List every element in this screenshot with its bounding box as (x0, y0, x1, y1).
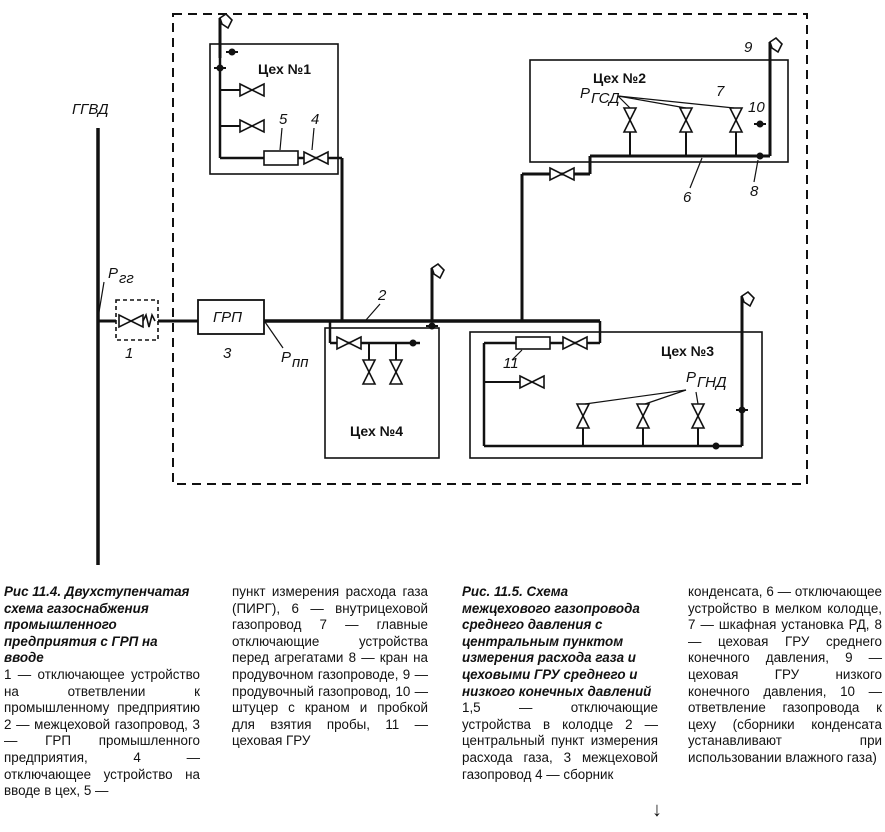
caption-title: Рис 11.4. Двухступенчатая схема газоснаб… (4, 584, 190, 666)
label-5-leader (279, 127, 283, 151)
shop-2-box (529, 59, 789, 163)
sample-tap-icon (225, 47, 239, 57)
valve-well-1 (115, 299, 159, 341)
caption-body: 1 — отключающее устройство на ответвлени… (4, 666, 200, 799)
grp-label: ГРП (213, 309, 242, 326)
flow-meter-box (263, 150, 299, 166)
unit-valve-icon (623, 107, 637, 133)
shop-4-inlet-valve-icon (336, 336, 362, 350)
p-gnd-label: P (686, 369, 696, 386)
unit-valve-icon (729, 107, 743, 133)
label-3: 3 (223, 345, 232, 362)
shop-gru-box (515, 336, 551, 350)
label-11-leader (511, 349, 523, 361)
shop-3-inlet-valve-icon (562, 336, 588, 350)
p-gg-label: P (108, 265, 118, 282)
ggvd-label: ГГВД (72, 101, 109, 118)
label-2-leader (365, 303, 381, 321)
p-gnd-subscript: ГНД (697, 374, 727, 391)
sample-tap-icon (735, 405, 749, 415)
shop-valve-icon (709, 441, 723, 451)
p-pp-label: P (281, 349, 291, 366)
caption-fig-11-5-right: конденсата, 6 — отключающее устройство в… (688, 584, 882, 767)
sample-tap-icon (753, 119, 767, 129)
shop-3-box (469, 331, 763, 459)
page-turn-arrow-icon: ↓ (652, 799, 662, 821)
p-pp-leader (264, 321, 284, 349)
grp-box (197, 299, 265, 335)
unit-valve-icon (239, 83, 265, 97)
label-1: 1 (125, 345, 133, 362)
p-gsd-label: P (580, 85, 590, 102)
unit-valve-icon (519, 375, 545, 389)
caption-fig-11-5-left: Рис. 11.5. Схема межцехового газопровода… (462, 584, 658, 783)
gas-supply-schematic: ГГВД P гг 1 ГРП 3 P пп 2 Цех №1 4 5 Цех … (72, 12, 808, 565)
caption-body: конденсата, 6 — отключающее устройство в… (688, 584, 882, 765)
unit-valve-icon (679, 107, 693, 133)
p-gsd-leader-c (617, 95, 735, 109)
label-5: 5 (279, 111, 288, 128)
p-gnd-leader-c (695, 391, 699, 405)
shop-1-box (209, 43, 339, 175)
label-4: 4 (311, 111, 319, 128)
purge-flag-icon (740, 290, 756, 338)
shop-2-label: Цех №2 (593, 70, 646, 86)
compensator-icon (142, 312, 156, 328)
shop-1-label: Цех №1 (258, 61, 311, 77)
shop-1-inlet-valve-icon (303, 151, 329, 165)
p-pp-subscript: пп (292, 354, 309, 371)
caption-title: Рис. 11.5. Схема межцехового газопровода… (462, 584, 652, 699)
purge-flag-icon (430, 262, 446, 310)
shop-valve-icon (753, 151, 767, 161)
label-2: 2 (377, 287, 387, 304)
p-gg-leader (97, 281, 105, 319)
inlet-valve-icon (118, 314, 144, 328)
label-11: 11 (503, 355, 519, 372)
label-8-leader (753, 159, 759, 183)
unit-valve-icon (362, 359, 376, 385)
enterprise-boundary (172, 13, 808, 485)
unit-valve-icon (576, 403, 590, 429)
p-gnd-leader-b (644, 389, 687, 405)
p-gg-subscript: гг (119, 270, 134, 287)
p-gsd-leader-a (617, 95, 631, 109)
p-gnd-leader-a (584, 389, 687, 405)
shop-4-box (324, 327, 440, 459)
unit-valve-icon (691, 403, 705, 429)
caption-body: пункт измерения расхода газа (ПИРГ), 6 —… (232, 584, 428, 749)
purge-valve-icon (213, 63, 227, 73)
label-6: 6 (683, 189, 692, 206)
label-7: 7 (716, 83, 725, 100)
label-9: 9 (744, 39, 753, 56)
shop-2-inlet-valve-icon (549, 167, 575, 181)
caption-fig-11-4-left: Рис 11.4. Двухступенчатая схема газоснаб… (4, 584, 200, 800)
caption-body: 1,5 — отключающие устройства в колодце 2… (462, 700, 658, 782)
p-gsd-subscript: ГСД (591, 90, 620, 107)
label-8: 8 (750, 183, 759, 200)
purge-valve-icon (406, 338, 420, 348)
label-4-leader (311, 127, 315, 151)
p-gsd-leader-b (617, 95, 687, 109)
label-6-leader (689, 157, 703, 189)
label-10: 10 (748, 99, 765, 116)
caption-fig-11-4-right: пункт измерения расхода газа (ПИРГ), 6 —… (232, 584, 428, 750)
unit-valve-icon (389, 359, 403, 385)
unit-valve-icon (239, 119, 265, 133)
shop-3-label: Цех №3 (661, 343, 714, 359)
unit-valve-icon (636, 403, 650, 429)
shop-4-label: Цех №4 (350, 423, 403, 439)
